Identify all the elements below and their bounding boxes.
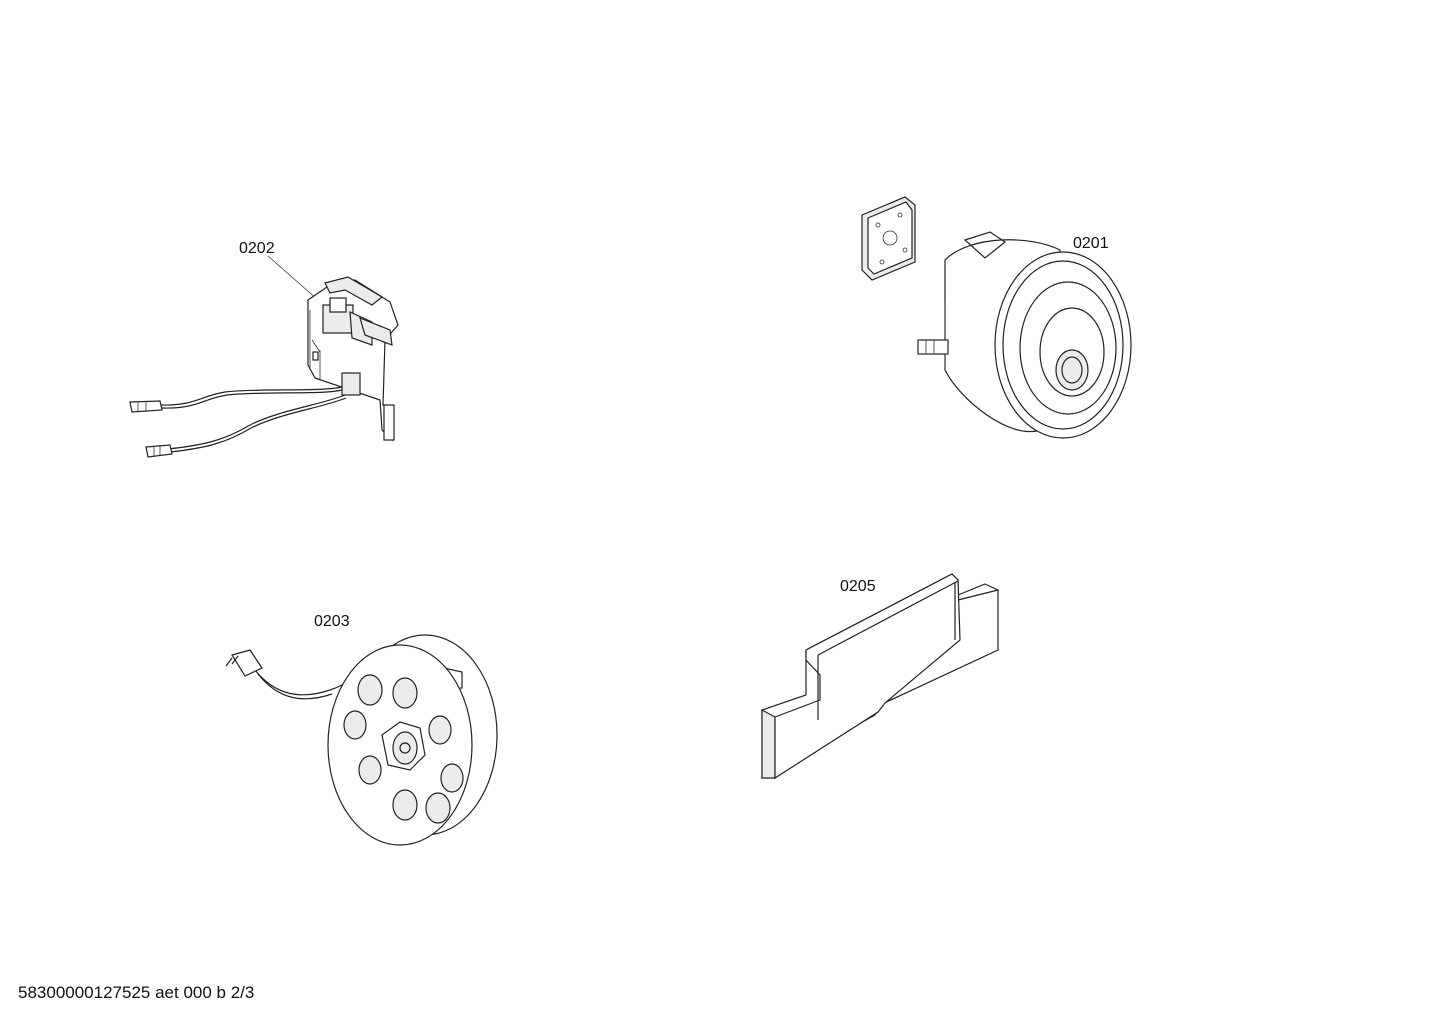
filter-pad-drawing xyxy=(761,573,999,780)
cable-reel-drawing xyxy=(225,634,498,846)
document-reference: 58300000127525 aet 000 b 2/3 xyxy=(18,983,255,1002)
callout-0201: 0201 xyxy=(1073,235,1109,252)
callout-0205: 0205 xyxy=(840,578,876,595)
callout-0203: 0203 xyxy=(314,613,350,630)
callout-0202: 0202 xyxy=(239,240,275,257)
motor-drawing xyxy=(861,196,1132,439)
control-board-drawing xyxy=(129,255,399,458)
